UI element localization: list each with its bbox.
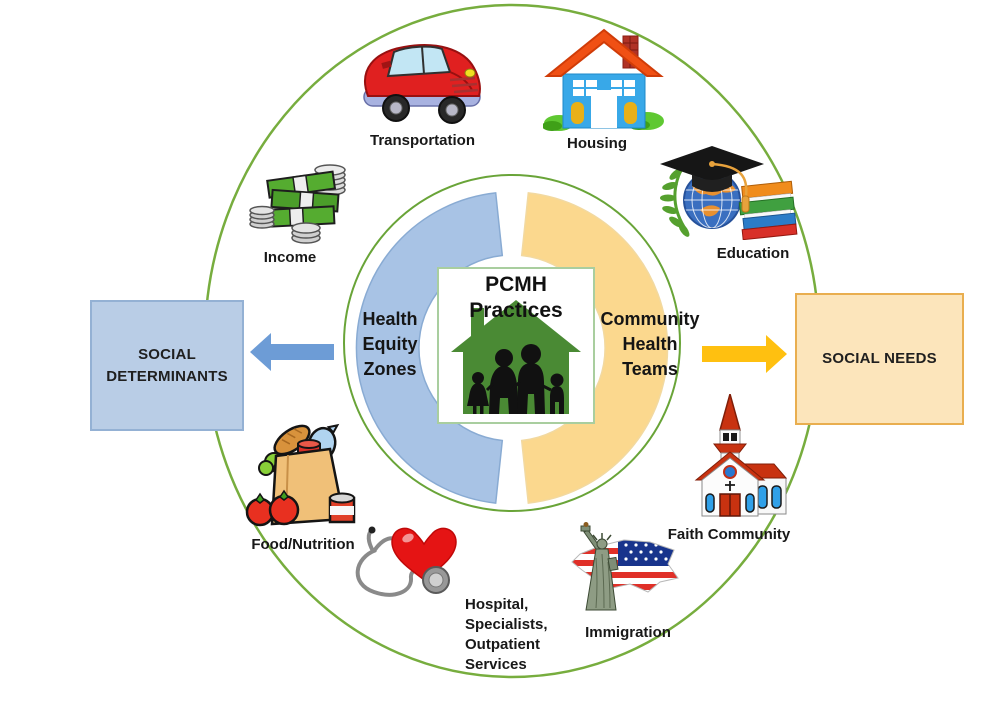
- hospital-label: Hospital, Specialists, Outpatient Servic…: [465, 596, 548, 673]
- social-determinants-box: SOCIAL DETERMINANTS: [90, 300, 244, 431]
- grocery-bag-icon: [245, 423, 356, 527]
- education-label: Education: [716, 245, 790, 262]
- pcmh-line1: PCMH: [485, 273, 547, 296]
- statue-of-liberty-flag-map-icon: [571, 522, 679, 611]
- food-nutrition-label: Food/Nutrition: [251, 536, 355, 553]
- pcmh-line2: Practices: [469, 299, 563, 322]
- housing-label: Housing: [567, 135, 627, 152]
- statue-of-liberty: [580, 522, 619, 611]
- immigration-label: Immigration: [585, 624, 671, 641]
- house-family-icon: [451, 300, 581, 414]
- car-icon: [363, 44, 481, 124]
- transportation-label: Transportation: [369, 132, 475, 149]
- left-arrow-icon: [250, 333, 334, 371]
- family-silhouette: [467, 344, 564, 414]
- money-stacks-icon: [249, 164, 346, 244]
- faith-community-label: Faith Community: [667, 526, 791, 543]
- income-label: Income: [263, 249, 317, 266]
- pcmh-title: PCMH Practices: [437, 272, 595, 324]
- graduation-globe-books-icon: [660, 146, 798, 240]
- social-determinants-line2: DETERMINANTS: [106, 367, 228, 385]
- community-health-teams-label: Community Health Teams: [600, 309, 700, 379]
- social-needs-box: SOCIAL NEEDS: [795, 293, 964, 425]
- house-icon: [543, 28, 664, 131]
- social-determinants-line1: SOCIAL: [138, 345, 196, 363]
- church-icon: [694, 394, 788, 517]
- community-health-teams-arc: [520, 192, 669, 504]
- heart-stethoscope-icon: [355, 526, 457, 597]
- health-equity-zones-arc: [355, 192, 504, 504]
- social-needs-label: SOCIAL NEEDS: [822, 350, 937, 367]
- health-equity-zones-label: Health Equity Zones: [362, 309, 418, 379]
- right-arrow-icon: [702, 335, 787, 373]
- inner-circle: [343, 174, 681, 512]
